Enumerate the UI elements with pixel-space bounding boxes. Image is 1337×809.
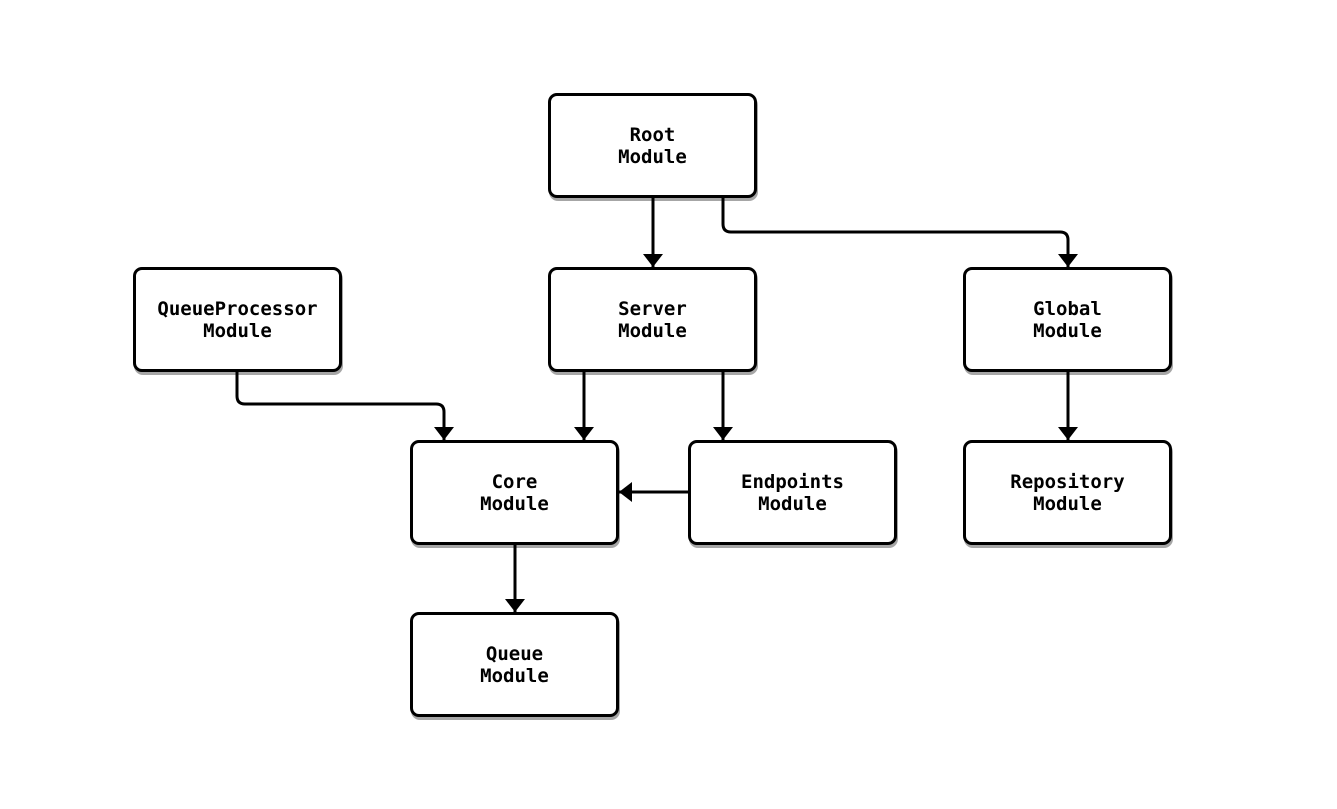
- node-label-line: Queue: [485, 642, 544, 665]
- node-label-line: Endpoints: [741, 470, 844, 493]
- node-label-line: Server: [618, 297, 687, 320]
- node-label-line: Module: [618, 145, 687, 168]
- node-repository-module: Repository Module: [963, 440, 1172, 545]
- node-queueprocessor-module: QueueProcessor Module: [133, 267, 342, 372]
- node-label-line: Global: [1033, 297, 1102, 320]
- node-queue-module: Queue Module: [410, 612, 619, 717]
- node-label-line: Module: [618, 319, 687, 342]
- node-label-line: Root: [629, 123, 676, 146]
- node-core-module: Core Module: [410, 440, 619, 545]
- node-root-module: Root Module: [548, 93, 757, 198]
- node-label-line: Module: [758, 492, 827, 515]
- node-label-line: Module: [480, 664, 549, 687]
- node-label-line: Core: [491, 470, 538, 493]
- node-label-line: QueueProcessor: [157, 297, 318, 320]
- node-label-line: Module: [203, 319, 272, 342]
- node-label-line: Module: [1033, 319, 1102, 342]
- node-server-module: Server Module: [548, 267, 757, 372]
- node-global-module: Global Module: [963, 267, 1172, 372]
- edge-root-global: [721, 198, 1078, 267]
- node-endpoints-module: Endpoints Module: [688, 440, 897, 545]
- node-label-line: Module: [1033, 492, 1102, 515]
- node-label-line: Repository: [1010, 470, 1125, 493]
- edge-queueprocessor-core: [235, 372, 454, 440]
- node-label-line: Module: [480, 492, 549, 515]
